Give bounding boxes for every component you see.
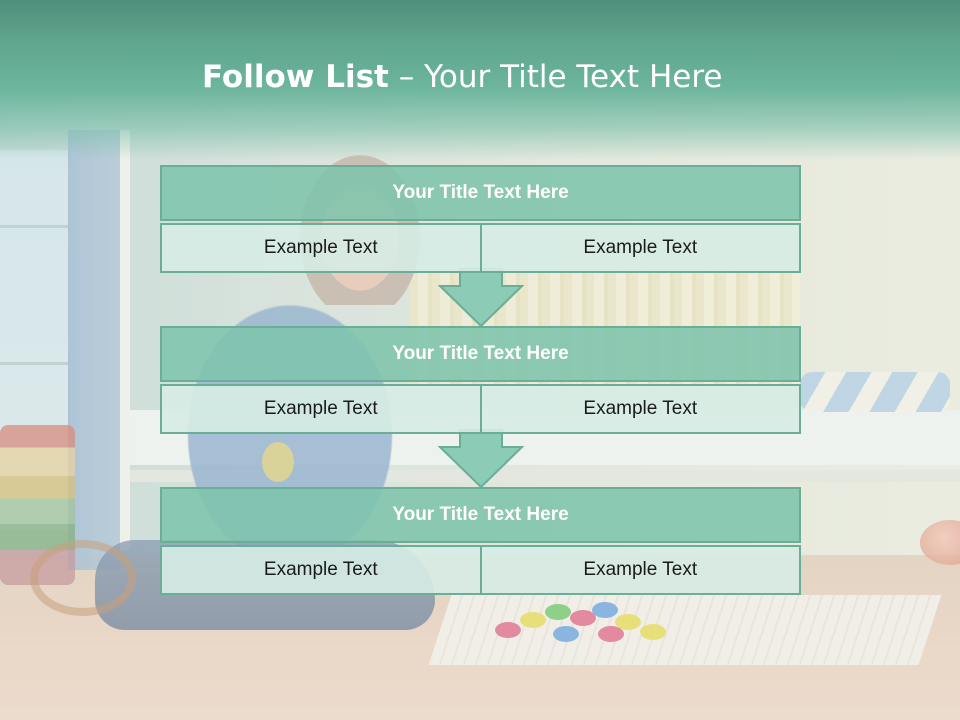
flow-step-row: Example Text Example Text (160, 384, 801, 434)
slide-title: Follow List – Your Title Text Here (202, 55, 722, 99)
flow-step-cell-left: Example Text (160, 384, 482, 434)
flow-step-row: Example Text Example Text (160, 545, 801, 595)
flow-step-cell-left: Example Text (160, 223, 482, 273)
down-arrow-icon (438, 268, 524, 328)
flow-step-1: Your Title Text Here Example Text Exampl… (160, 165, 801, 273)
toy-peg (640, 624, 666, 640)
flow-step-cell-right: Example Text (481, 545, 801, 595)
toy-peg (495, 622, 521, 638)
toy-peg (520, 612, 546, 628)
down-arrow-icon (438, 429, 524, 489)
slide-title-bold: Follow List (202, 59, 389, 95)
toy-ball (920, 520, 960, 565)
flow-step-3: Your Title Text Here Example Text Exampl… (160, 487, 801, 595)
blanket (800, 372, 950, 412)
toy-peg (592, 602, 618, 618)
window-frame (0, 225, 68, 228)
flow-step-2: Your Title Text Here Example Text Exampl… (160, 326, 801, 434)
flow-step-title: Your Title Text Here (160, 165, 801, 221)
flow-step-row: Example Text Example Text (160, 223, 801, 273)
flow-step-cell-right: Example Text (481, 384, 801, 434)
flow-step-title: Your Title Text Here (160, 487, 801, 543)
crib-post (120, 130, 130, 550)
toy-ring (30, 540, 136, 616)
toy-peg (545, 604, 571, 620)
flow-step-cell-right: Example Text (481, 223, 801, 273)
flow-step-cell-left: Example Text (160, 545, 482, 595)
title-band (0, 0, 960, 160)
toy-peg (615, 614, 641, 630)
door-frame (68, 130, 120, 570)
toy-peg (553, 626, 579, 642)
toy-peg (598, 626, 624, 642)
toy-peg (570, 610, 596, 626)
flow-step-title: Your Title Text Here (160, 326, 801, 382)
toy-block (262, 442, 294, 482)
slide-title-rest: – Your Title Text Here (398, 59, 723, 95)
window-frame (0, 362, 68, 365)
